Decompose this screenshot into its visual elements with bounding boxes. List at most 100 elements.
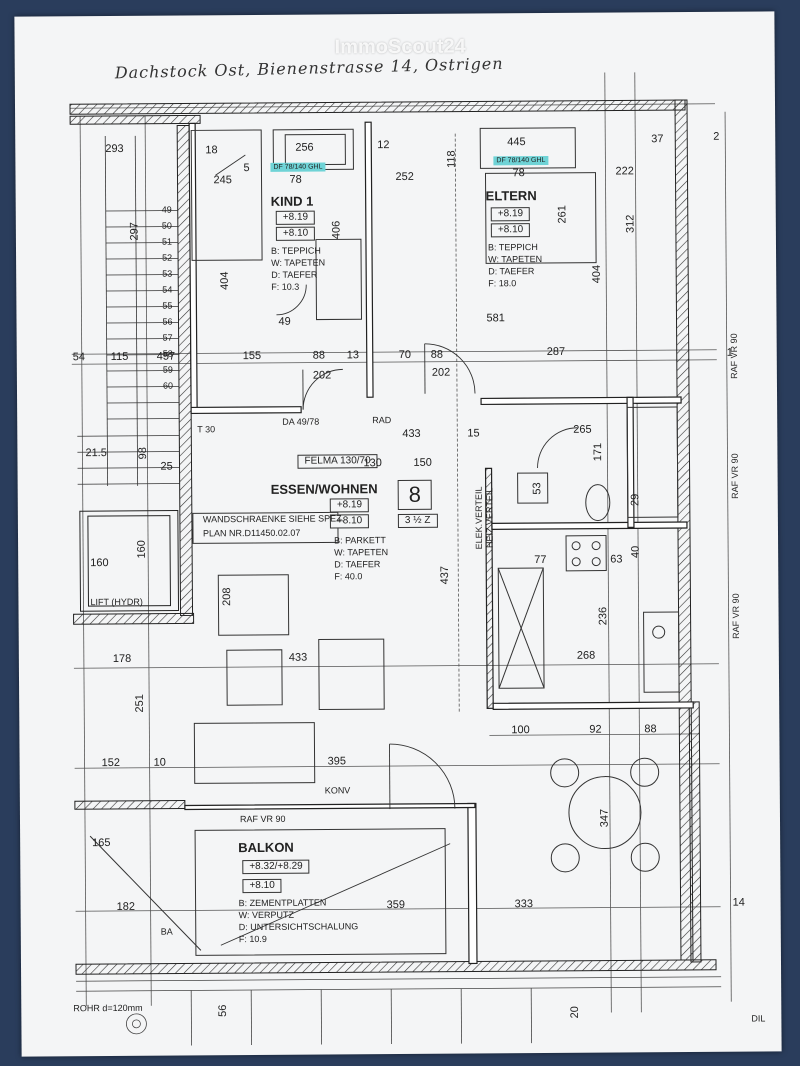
dim-25: 25 — [160, 460, 173, 473]
room-ceiling-eltern: D: TAEFER — [488, 266, 535, 277]
unit-number: 8 — [397, 479, 433, 511]
dim-245: 245 — [213, 174, 232, 187]
dim-433b: 433 — [288, 651, 308, 664]
dim-77: 77 — [534, 553, 547, 567]
room-name-eltern: ELTERN — [485, 188, 537, 204]
stair-step-number: 51 — [161, 236, 173, 247]
lift-shaft — [79, 510, 180, 612]
room-wall-essen: W: TAPETEN — [334, 547, 389, 558]
dim-252: 252 — [395, 170, 414, 184]
dim-445: 445 — [507, 136, 526, 149]
dim-13: 13 — [346, 349, 360, 362]
dim-208: 208 — [221, 587, 234, 606]
stair-step-number: 56 — [162, 316, 173, 327]
dim-12: 12 — [377, 139, 390, 152]
room-area-balkon: F: 10.9 — [238, 933, 267, 945]
note-elek-verteil: ELEK.VERTEIL — [473, 486, 485, 550]
dim-78b: 78 — [512, 167, 525, 180]
balcony-outline — [194, 828, 447, 956]
stair-step-number: 55 — [162, 300, 173, 311]
dim-178: 178 — [112, 652, 132, 665]
floor-plan-sheet: Dachstock Ost, Bienenstrasse 14, Ostrige… — [14, 11, 782, 1057]
dim-118: 118 — [445, 150, 458, 168]
room-wall-balkon: W: VERPUTZ — [238, 909, 295, 921]
staircase — [77, 135, 180, 487]
skylight-label-left: DF 78/140 GHL — [270, 162, 326, 172]
room-ceiling-kind1: D: TAEFER — [271, 269, 318, 280]
dim-333: 333 — [514, 898, 533, 911]
dim-202a: 202 — [312, 369, 332, 382]
room-area-kind1: F: 10.3 — [271, 281, 300, 292]
dim-581: 581 — [486, 312, 505, 325]
outer-walls — [69, 99, 717, 975]
room-level-essen-top: +8.19 — [329, 498, 370, 513]
room-floor-kind1: B: TEPPICH — [270, 245, 321, 256]
dim-256: 256 — [295, 141, 314, 154]
note-lift: LIFT (HYDR) — [90, 596, 143, 608]
room-area-eltern: F: 18.0 — [488, 278, 517, 289]
stair-step-number: 50 — [161, 220, 172, 231]
stair-step-number: 49 — [161, 204, 172, 215]
dim-98: 98 — [137, 447, 150, 460]
dim-265: 265 — [573, 423, 592, 436]
note-da: DA 49/78 — [282, 416, 320, 427]
stair-step-number: 58 — [162, 348, 173, 359]
dim-433a: 433 — [402, 427, 421, 440]
dim-88a: 88 — [312, 349, 326, 362]
dim-5: 5 — [243, 162, 250, 175]
dim-406: 406 — [330, 220, 343, 240]
dim-1: 1 — [726, 346, 733, 359]
note-konv: KONV — [324, 785, 351, 796]
stair-step-number: 60 — [162, 380, 174, 391]
skylight-label-right: DF 78/140 GHL — [493, 155, 549, 166]
dim-100: 100 — [511, 724, 530, 737]
dim-53: 53 — [531, 482, 544, 495]
dim-88b: 88 — [430, 348, 444, 361]
dim-404a: 404 — [218, 271, 231, 290]
dim-15: 15 — [467, 427, 480, 440]
dim-70: 70 — [398, 348, 412, 361]
note-rad: RAD — [372, 415, 392, 426]
dim-37: 37 — [651, 133, 664, 146]
note-raf-right-3: RAF VR 90 — [730, 593, 741, 639]
room-level-eltern-top: +8.19 — [490, 207, 531, 222]
dim-40: 40 — [629, 545, 642, 559]
dim-63: 63 — [610, 553, 623, 566]
dim-359: 359 — [386, 898, 405, 912]
dim-160a: 160 — [135, 540, 148, 559]
stair-step-number: 53 — [162, 268, 173, 279]
note-ba: BA — [160, 926, 173, 937]
note-dil: DIL — [751, 1013, 766, 1024]
dim-115: 115 — [110, 350, 129, 364]
dim-20: 20 — [568, 1006, 582, 1019]
room-area-essen: F: 40.0 — [334, 571, 363, 582]
dim-49: 49 — [278, 315, 291, 328]
dim-261: 261 — [556, 205, 569, 224]
note-raf-balkon: RAF VR 90 — [239, 813, 286, 825]
dim-202b: 202 — [431, 366, 451, 379]
dim-297: 297 — [128, 222, 141, 241]
dim-150: 150 — [413, 456, 432, 469]
dim-165: 165 — [92, 837, 111, 850]
note-heiz-verteil: HEIZ.VERTEIL — [484, 487, 495, 549]
dim-182: 182 — [116, 900, 135, 913]
dim-18: 18 — [205, 144, 218, 157]
note-plan-nr: PLAN NR.D11450.02.07 — [202, 527, 301, 539]
room-wall-eltern: W: TAPETEN — [488, 253, 543, 265]
door-swings — [215, 154, 578, 946]
room-level-kind1-bottom: +8.10 — [275, 226, 316, 241]
unit-rooms: 3 ½ Z — [397, 513, 438, 529]
room-wall-kind1: W: TAPETEN — [271, 257, 326, 268]
dim-251: 251 — [133, 694, 146, 713]
stair-step-number: 57 — [162, 332, 173, 343]
dim-56: 56 — [216, 1004, 229, 1017]
note-t30: T 30 — [197, 424, 216, 435]
note-rohr: ROHR d=120mm — [73, 1002, 143, 1014]
dim-160b: 160 — [90, 557, 109, 570]
room-level-balkon-bottom: +8.10 — [242, 878, 282, 894]
dim-395: 395 — [327, 755, 346, 768]
room-floor-balkon: B: ZEMENTPLATTEN — [238, 897, 327, 909]
room-floor-essen: B: PARKETT — [334, 535, 386, 546]
room-name-balkon: BALKON — [238, 839, 294, 856]
roof-edge — [76, 976, 722, 1046]
